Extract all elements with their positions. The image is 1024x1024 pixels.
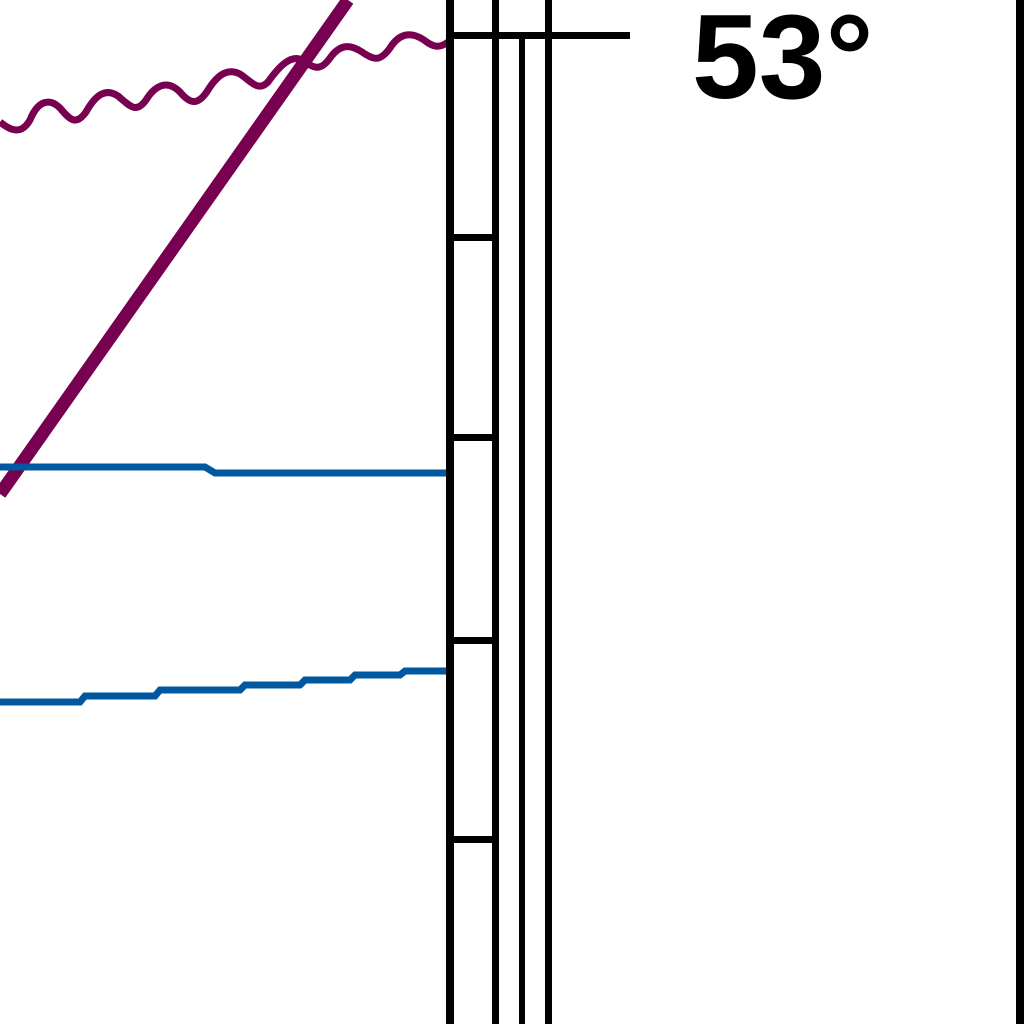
wavy-boundary-line (0, 31, 451, 134)
latitude-label: 53° (692, 0, 873, 124)
isobath-line (0, 463, 448, 477)
isobath-line (0, 667, 448, 706)
neatline-border (446, 0, 1024, 1024)
diagonal-track-line (0, 0, 354, 498)
